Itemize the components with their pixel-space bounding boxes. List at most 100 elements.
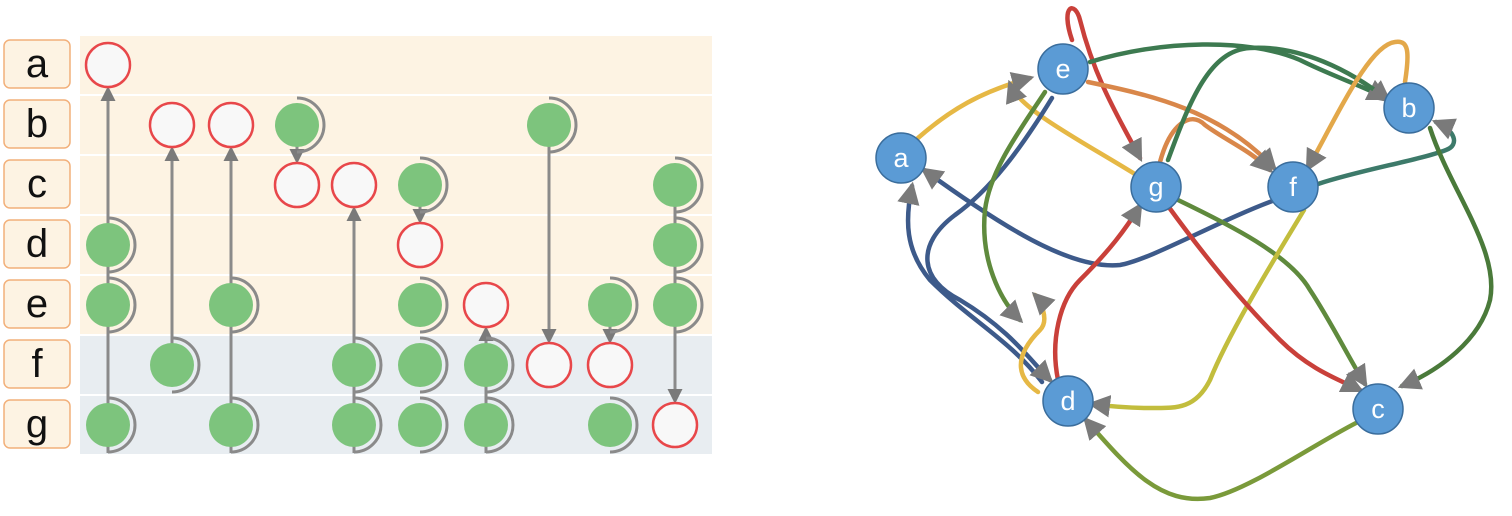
target-node-f [525, 341, 573, 389]
source-node-g [398, 403, 442, 447]
graph-node-d[interactable]: d [1042, 375, 1094, 427]
edge-e-f [1085, 79, 1278, 172]
row-label-box [3, 39, 71, 89]
matrix-column-e-b [207, 101, 260, 454]
target-node-d [396, 221, 444, 269]
matrix-column-b-c [273, 96, 326, 209]
source-node-e [209, 283, 253, 327]
source-node-f [398, 343, 442, 387]
graph-node-e[interactable]: e [1037, 43, 1089, 95]
column-arc [107, 216, 137, 274]
source-node-g [86, 403, 130, 447]
row-label-f: f [3, 339, 71, 389]
column-arc [674, 156, 704, 214]
edge-f-a [920, 167, 1278, 268]
column-arc [419, 336, 449, 394]
node-label: b [1401, 93, 1416, 123]
target-node-g [651, 401, 699, 449]
column-arc [419, 156, 449, 214]
node-label: d [1060, 386, 1075, 416]
row-label-box [3, 99, 71, 149]
column-arc [171, 336, 201, 394]
edge-d-long [1018, 291, 1056, 395]
row-label-box [3, 399, 71, 449]
source-node-b [275, 103, 319, 147]
node-circle [875, 132, 927, 184]
edge-g-c [1175, 197, 1368, 388]
matrix-column-c-d [396, 156, 449, 454]
row-label-c: c [3, 159, 71, 209]
graph-panel: a e b g f d c [875, 6, 1494, 502]
node-label: a [893, 143, 909, 173]
edge-g-c-red [1165, 203, 1365, 393]
column-arc [485, 336, 515, 394]
column-arc [353, 396, 383, 454]
column-arc [548, 96, 578, 154]
column-arc [107, 276, 137, 334]
graph-node-g[interactable]: g [1130, 161, 1182, 213]
matrix-column-b-f [525, 96, 578, 389]
column-arc [296, 96, 326, 154]
row-band-c [80, 156, 712, 214]
row-label-box [3, 339, 71, 389]
source-node-d [653, 223, 697, 267]
row-label-text: f [31, 342, 43, 386]
matrix-column-f-c [330, 161, 383, 454]
source-node-e [398, 283, 442, 327]
edge-c-d [1083, 416, 1365, 502]
edge-g-f [1157, 117, 1274, 174]
edge-d-a [897, 181, 1045, 385]
target-node-a [84, 41, 132, 89]
column-arc [674, 276, 704, 334]
source-node-g [209, 403, 253, 447]
matrix-column-e-f [586, 276, 639, 454]
column-arc [230, 396, 260, 454]
row-label-text: b [26, 102, 48, 146]
node-label: c [1371, 394, 1385, 424]
row-label-e: e [3, 279, 71, 329]
edge-b-f [1305, 39, 1410, 172]
row-label-text: e [26, 282, 48, 326]
source-node-e [653, 283, 697, 327]
graph-node-f[interactable]: f [1267, 161, 1319, 213]
row-label-a: a [3, 39, 71, 89]
graph-nodes: a e b g f d c [875, 43, 1435, 435]
matrix-panel: a b c d e f g [3, 36, 712, 454]
matrix-column-f-b [148, 101, 201, 394]
graph-node-b[interactable]: b [1383, 82, 1435, 134]
row-label-text: g [26, 402, 48, 446]
row-label-g: g [3, 399, 71, 449]
row-label-text: a [26, 42, 49, 86]
row-label-text: c [27, 162, 47, 206]
edge-b-c [1397, 125, 1494, 390]
row-labels: a b c d e f g [3, 39, 71, 449]
target-node-c [273, 161, 321, 209]
column-arc [485, 396, 515, 454]
column-arc [419, 276, 449, 334]
target-node-f [586, 341, 634, 389]
column-arc [419, 396, 449, 454]
source-node-b [527, 103, 571, 147]
column-arc [230, 276, 260, 334]
node-label: f [1289, 172, 1297, 202]
column-arc [353, 336, 383, 394]
source-node-g [588, 403, 632, 447]
node-circle [1037, 43, 1089, 95]
source-node-f [332, 343, 376, 387]
target-node-e [462, 281, 510, 329]
target-node-b [148, 101, 196, 149]
row-band-d [80, 216, 712, 274]
matrix-columns [84, 41, 704, 454]
source-node-g [464, 403, 508, 447]
target-node-c [330, 161, 378, 209]
graph-node-a[interactable]: a [875, 132, 927, 184]
source-node-c [398, 163, 442, 207]
edge-e-g [1065, 6, 1143, 162]
edge-e-c [982, 89, 1048, 324]
column-arc [107, 396, 137, 454]
edge-g-b [1165, 45, 1392, 163]
source-node-f [150, 343, 194, 387]
matrix-column-f-e [462, 281, 515, 454]
graph-node-c[interactable]: c [1352, 383, 1404, 435]
